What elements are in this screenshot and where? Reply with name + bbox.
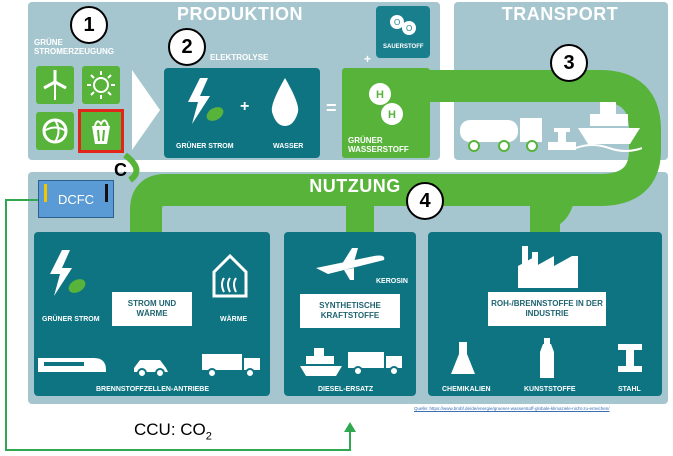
wind-turbine-icon: [43, 70, 67, 100]
chemikalien-label: CHEMIKALIEN: [442, 386, 491, 393]
water-turbine-icon: [42, 118, 68, 144]
hydro-tile: [36, 112, 74, 150]
airplane-icon: [316, 248, 385, 280]
ccu-subscript: 2: [205, 430, 212, 443]
svg-text:H: H: [388, 109, 396, 121]
svg-text:H: H: [376, 89, 384, 101]
kunststoffe-label: KUNSTSTOFFE: [524, 386, 576, 393]
equals-sign: =: [326, 98, 337, 118]
strom-waerme-label: STROM UND WÄRME: [112, 292, 192, 326]
pipeline-icon: [548, 128, 576, 150]
train-icon: [38, 358, 106, 372]
gruener-strom-label: GRÜNER STROM: [42, 316, 100, 323]
bottle-icon: [540, 338, 554, 378]
elektrolyse-plus: +: [240, 98, 250, 115]
elektrolyse-label: ELEKTROLYSE: [210, 53, 269, 62]
biomass-bin-icon: [92, 119, 110, 144]
kerosin-label: KEROSIN: [376, 278, 408, 285]
sun-icon: [87, 71, 115, 99]
wasser-label: WASSER: [273, 143, 304, 150]
marker-c: C: [114, 160, 127, 180]
sauerstoff-label: SAUERSTOFF: [383, 44, 424, 50]
sauerstoff-box: [376, 6, 430, 58]
nutzung-title: NUTZUNG: [309, 176, 401, 196]
strom-waerme-text: STROM UND WÄRME: [127, 299, 177, 318]
oxygen-molecule-icon: OO: [390, 15, 416, 35]
flask-icon: [451, 342, 475, 374]
wasserstoff-label: GRÜNER WASSERSTOFF: [348, 136, 409, 155]
factory-icon: [518, 246, 578, 288]
chevron-right-icon: [132, 70, 160, 150]
dcfc-black-electrode: [105, 184, 108, 202]
lightning-leaf-icon-2: [50, 250, 86, 296]
ccu-text: CCU: CO: [134, 420, 206, 439]
car-icon: [134, 360, 168, 378]
tanker-truck-icon: [460, 118, 542, 152]
hydrogen-molecule-icon: HH: [369, 83, 403, 125]
lightning-leaf-icon: [188, 78, 224, 124]
waerme-label: WÄRME: [220, 316, 248, 323]
svg-text:O: O: [406, 24, 412, 33]
synth-text: SYNTHETISCHE KRAFTSTOFFE: [319, 301, 381, 320]
ccu-label: CCU: CO2: [134, 420, 212, 442]
house-heat-icon: [212, 254, 248, 298]
steel-beam-icon: [618, 344, 642, 372]
plus-sauerstoff: +: [364, 52, 372, 66]
ship-icon-2: [300, 348, 342, 376]
sun-tile: [82, 66, 120, 104]
marker-1: 1: [70, 6, 108, 44]
gruener-strom-label-top: GRÜNER STROM: [176, 143, 234, 150]
ship-icon: [576, 102, 642, 152]
gruene-stromerzeugung-label: GRÜNE STROMERZEUGUNG: [34, 38, 114, 57]
produktion-title: PRODUKTION: [177, 4, 303, 24]
truck-icon-2: [348, 352, 402, 376]
biomass-highlight: [78, 109, 124, 153]
wind-tile: [36, 66, 74, 104]
dcfc-label: DCFC: [57, 191, 95, 207]
transport-title: TRANSPORT: [501, 4, 619, 24]
roh-text: ROH-/BRENNSTOFFE IN DER INDUSTRIE: [491, 299, 603, 318]
diesel-ersatz-label: DIESEL-ERSATZ: [318, 386, 374, 393]
water-drop-icon: [271, 78, 299, 126]
antriebe-label: BRENNSTOFFZELLEN-ANTRIEBE: [96, 386, 210, 393]
stahl-label: STAHL: [618, 386, 641, 393]
truck-icon: [202, 354, 260, 378]
dcfc-box: DCFC: [38, 180, 114, 218]
source-link[interactable]: Quelle: https://www.bmbf.de/de/energie/g…: [414, 406, 610, 411]
marker-4: 4: [406, 182, 444, 220]
svg-text:O: O: [394, 18, 400, 27]
dcfc-yellow-electrode: [44, 184, 47, 202]
marker-3: 3: [550, 44, 588, 82]
marker-2: 2: [168, 28, 206, 66]
roh-brennstoffe-label: ROH-/BRENNSTOFFE IN DER INDUSTRIE: [488, 292, 606, 326]
synth-kraftstoffe-label: SYNTHETISCHE KRAFTSTOFFE: [300, 294, 400, 328]
